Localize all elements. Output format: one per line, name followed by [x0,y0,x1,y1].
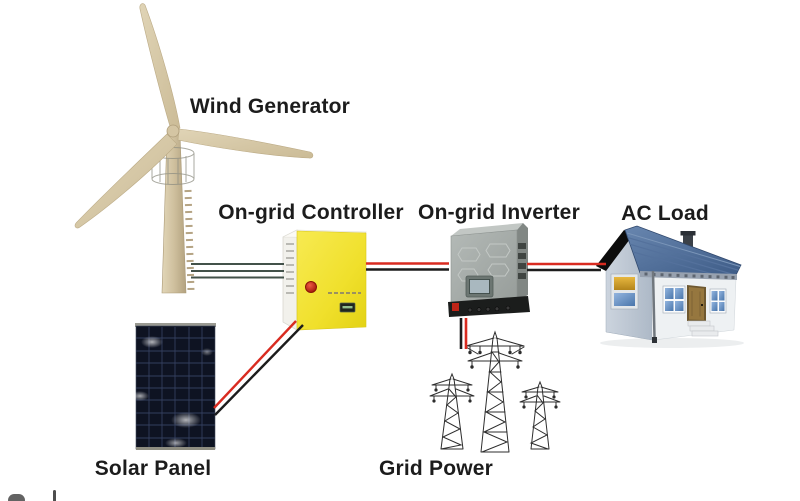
front-window-b-pane [719,291,725,301]
controller-body-side [282,229,298,331]
front-window-b-pane [719,302,725,311]
gable-window-bottom-pane [614,293,635,306]
inverter-base-red-tag [452,303,459,311]
house-door-knob [701,304,703,306]
front-window-a-pane [665,288,674,299]
house-icon [596,225,744,348]
house-downspout-foot [652,337,657,343]
house-roof-sheets [625,232,741,275]
on-grid-controller-label: On-grid Controller [218,201,404,224]
solar-panel-label: Solar Panel [94,457,212,480]
inverter-screen [469,279,490,294]
turbine-blade-up [139,3,181,134]
cutoff-text-fragment [8,494,25,501]
ac-load-label: AC Load [621,202,709,225]
gable-window-top-pane [614,277,635,290]
controller-vents [286,243,294,294]
controller-front-panel [296,230,367,331]
house-door-panels [691,291,701,317]
house-steps [687,320,719,337]
gray-inverter-box-icon [448,223,530,317]
controller-emergency-button [305,281,317,293]
inverter-base-connectors [467,305,511,313]
front-window-b-pane [711,302,718,311]
turbine-ladder [184,189,195,292]
transmission-towers-icon [429,330,561,453]
wire-inverter-to-grid [459,318,468,349]
inverter-top [451,223,523,236]
front-window-b-pane [711,291,718,301]
cutoff-text-fragment [53,490,56,501]
on-grid-inverter-label: On-grid Inverter [418,201,580,224]
house-chimney-cap [680,231,696,236]
grid-power-label: Grid Power [378,457,494,480]
inverter-side-connectors [518,243,526,279]
wire-wind-to-controller [191,263,284,279]
house-downspout [651,270,656,339]
wire-inverter-to-acload [527,262,606,272]
house-eave-trim [640,271,737,280]
solar-frame-top [135,323,216,327]
house-chimney [683,234,693,252]
controller-display-text [342,306,353,309]
wind-turbine-icon [74,3,314,294]
turbine-hub [166,124,180,138]
wire-controller-to-inverter [366,262,449,271]
wires [191,262,606,416]
front-window-a-pane [675,288,684,299]
turbine-blade-right [177,128,314,159]
turbine-blade-left [74,133,178,229]
transmission-tower-right [519,380,561,450]
solar-frame-bottom [136,447,215,450]
yellow-controller-box-icon [282,229,367,331]
inverter-side [517,223,528,301]
front-window-a-pane [665,301,674,311]
solar-panel-icon [131,323,216,450]
house-door [689,287,704,320]
house-roof-eave-left [596,230,633,271]
wind-generator-label: Wind Generator [189,95,351,118]
house-shadow [600,338,744,348]
transmission-tower-left [429,372,475,450]
transmission-tower-center [465,330,525,453]
inverter-base [448,296,530,317]
front-window-a-pane [675,301,684,311]
wire-solar-to-controller [213,320,304,416]
